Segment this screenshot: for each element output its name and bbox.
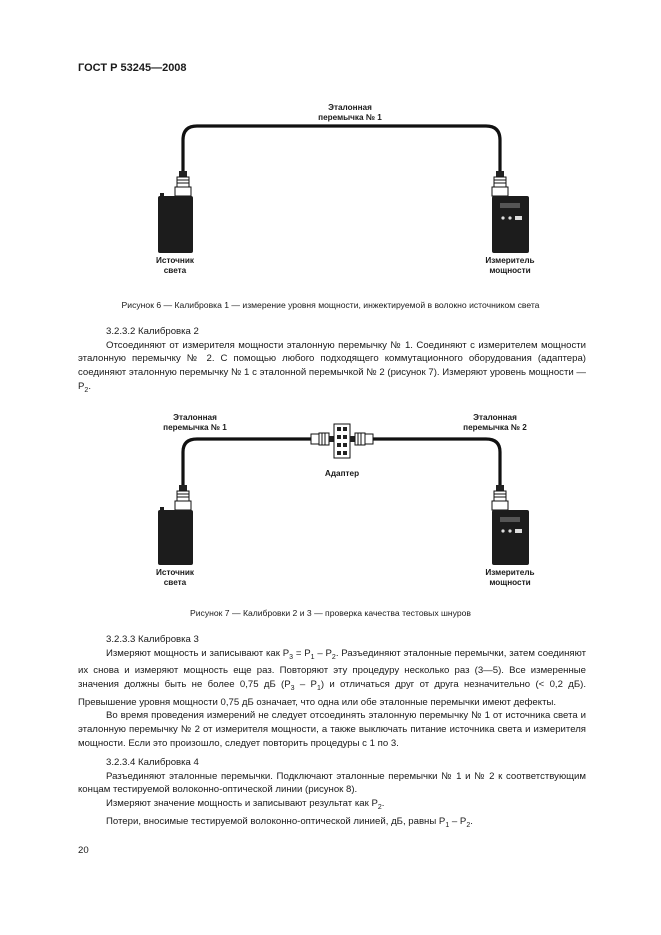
s3233-t6: ) и отличаться друг от друга незначитель… (78, 679, 586, 708)
s3233-t1: Измеряют мощность и записывают как P (106, 647, 290, 659)
s3233-sub1: 3 (289, 653, 294, 661)
section-3232-sub: 2 (84, 386, 89, 394)
s3233-t5: – P (294, 679, 317, 691)
fig7-source-label-line1: Источник (156, 568, 194, 577)
s3233-sub5: 1 (316, 684, 321, 692)
fig6-power-meter (492, 196, 529, 253)
fig6-cable-label-line1: Эталонная (328, 103, 372, 112)
fig6-meter-label: Измеритель мощности (470, 256, 550, 276)
fig7-meter-label-line2: мощности (489, 578, 531, 587)
document-header: ГОСТ Р 53245—2008 (78, 62, 187, 74)
section-3232-heading: 3.2.3.2 Калибровка 2 (106, 326, 199, 337)
fig7-left-cable-label-line2: перемычка № 1 (163, 423, 227, 432)
s3234-p3-b: – P (449, 815, 467, 827)
section-3233: 3.2.3.3 Калибровка 3 Измеряют мощность и… (78, 633, 586, 750)
s3234-p3-sub1: 1 (445, 821, 450, 829)
s3233-sub4: 3 (290, 684, 295, 692)
fig7-right-cable-label-line1: Эталонная (473, 413, 517, 422)
page-number: 20 (78, 845, 89, 856)
s3234-p2-b: . (381, 798, 385, 810)
fig6-source-label-line1: Источник (156, 256, 194, 265)
s3233-t4: . Разъединяют эталонные перемычки, затем… (78, 647, 586, 691)
fig7-left-connector (174, 485, 192, 511)
s3234-p2-a: Измеряют значение мощность и записывают … (106, 798, 378, 810)
section-3234: 3.2.3.4 Калибровка 4 Разъединяют эталонн… (78, 756, 586, 832)
fig7-adapter-label: Адаптер (324, 469, 360, 478)
section-3232: 3.2.3.2 Калибровка 2 Отсоединяют от изме… (78, 325, 586, 397)
figure-7-diagram (158, 423, 529, 565)
s3233-sub2: 1 (310, 653, 315, 661)
section-3232-text-b: . (88, 380, 91, 392)
section-3232-text: Отсоединяют от измерителя мощности этало… (78, 339, 586, 398)
fig6-left-connector (174, 171, 192, 197)
section-3234-heading: 3.2.3.4 Калибровка 4 (106, 757, 199, 768)
fig6-source-label-line2: света (163, 266, 187, 275)
fig7-meter-label-line1: Измеритель (485, 568, 535, 577)
fig7-power-meter (492, 510, 529, 565)
section-3233-p2: Во время проведения измерений не следует… (78, 710, 586, 749)
s3234-p2-sub: 2 (377, 804, 382, 812)
section-3233-heading: 3.2.3.3 Калибровка 3 (106, 634, 199, 645)
fig6-right-connector (491, 171, 509, 197)
fig7-source-label-line2: света (163, 578, 187, 587)
fig7-source-label: Источник света (135, 568, 215, 588)
fig7-right-cable-label-line2: перемычка № 2 (463, 423, 527, 432)
fig6-cable-label-line2: перемычка № 1 (318, 113, 382, 122)
fig7-left-cable-label: Эталонная перемычка № 1 (145, 413, 245, 433)
fig7-right-connector (491, 485, 509, 511)
s3233-sub3: 2 (331, 653, 336, 661)
fig7-left-cable-label-line1: Эталонная (173, 413, 217, 422)
section-3234-p1: Разъединяют эталонные перемычки. Подключ… (78, 770, 586, 796)
figure-6-caption: Рисунок 6 — Калибровка 1 — измерение уро… (121, 300, 540, 310)
section-3234-p3: Потери, вносимые тестируемой волоконно-о… (78, 815, 586, 833)
figure-7-caption: Рисунок 7 — Калибровки 2 и 3 — проверка … (190, 608, 471, 618)
figure-6-diagram (158, 124, 529, 253)
s3233-t2: = P (293, 647, 311, 659)
fig6-light-source (158, 193, 193, 253)
s3234-p3-c: . (470, 815, 473, 827)
section-3233-p1: Измеряют мощность и записывают как P3 = … (78, 647, 586, 710)
section-3234-p2: Измеряют значение мощность и записывают … (78, 797, 586, 815)
fig7-adapter (310, 423, 374, 459)
fig6-cable-label: Эталонная перемычка № 1 (290, 103, 410, 123)
fig6-source-label: Источник света (135, 256, 215, 276)
fig7-meter-label: Измеритель мощности (470, 568, 550, 588)
fig6-meter-label-line2: мощности (489, 266, 531, 275)
s3233-t3: – P (314, 647, 332, 659)
s3234-p3-a: Потери, вносимые тестируемой волоконно-о… (106, 815, 446, 827)
fig7-light-source (158, 507, 193, 565)
fig6-meter-label-line1: Измеритель (485, 256, 535, 265)
section-3232-text-a: Отсоединяют от измерителя мощности этало… (78, 339, 586, 392)
s3234-p3-sub2: 2 (466, 821, 471, 829)
fig7-right-cable-label: Эталонная перемычка № 2 (445, 413, 545, 433)
